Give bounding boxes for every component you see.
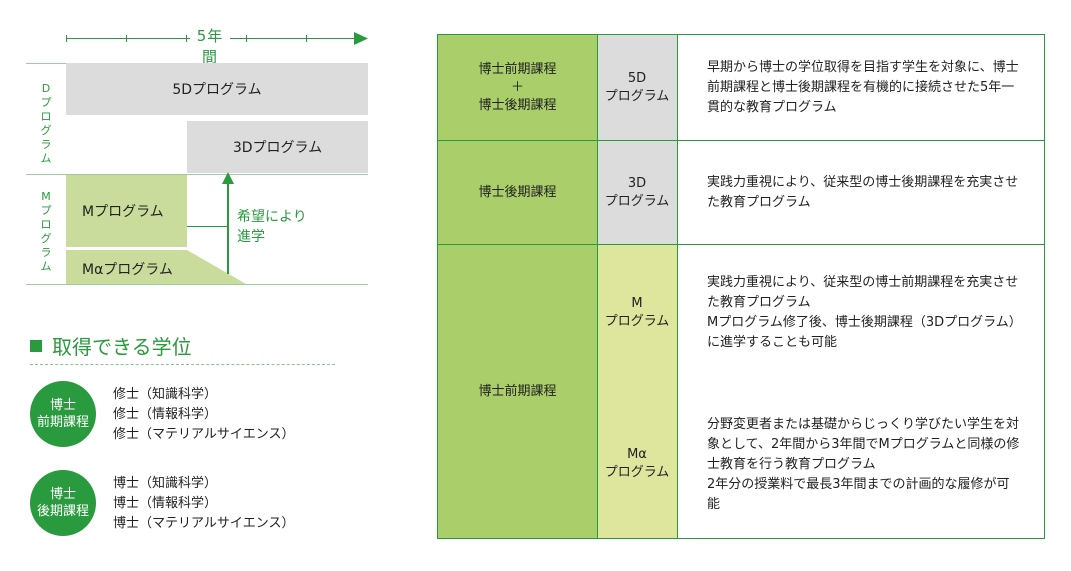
- description-text: 分野変更者または基礎からじっくり学びたい学生を対象として、2年間から3年間でMプ…: [707, 417, 1020, 472]
- table-row-1-program: 5D プログラム: [597, 35, 677, 140]
- course-text: 博士前期課程: [478, 61, 557, 77]
- timeline-tick: [186, 35, 187, 42]
- list-item: 修士（マテリアルサイエンス）: [113, 427, 295, 442]
- badge-line1: 博士: [49, 487, 76, 502]
- description-text: Mプログラム修了後、博士後期課程（3Dプログラム）に進学することも可能: [707, 315, 1022, 350]
- list-item: 博士（知識科学）: [113, 476, 218, 491]
- course-plus: ＋: [510, 79, 524, 95]
- description-text: 2年分の授業料で最長3年間までの計画的な履修が可能: [707, 477, 1010, 512]
- timeline-tick: [66, 35, 67, 42]
- course-text: 博士後期課程: [478, 97, 557, 113]
- box-5d-program: 5Dプログラム: [66, 63, 368, 115]
- program-word: プログラム: [604, 88, 670, 104]
- box-m-program-label: Mプログラム: [82, 204, 164, 220]
- advance-note: 希望により 進学: [237, 207, 307, 247]
- box-3d-program: 3Dプログラム: [187, 121, 368, 173]
- m-program-vertical-label: M プ ロ グ ラ ム: [40, 190, 52, 273]
- table-row-2-course: 博士後期課程: [438, 141, 597, 244]
- table-row-3-course: 博士前期課程: [438, 245, 597, 538]
- table-row-2-description: 実践力重視により、従来型の博士後期課程を充実させた教育プログラム: [677, 141, 1044, 244]
- list-item: 博士（情報科学）: [113, 496, 218, 511]
- degrees-dashed-divider: [30, 364, 335, 365]
- timeline-tick: [126, 35, 127, 42]
- badge-line2: 後期課程: [36, 504, 89, 519]
- table-row-1-course: 博士前期課程 ＋ 博士後期課程: [438, 35, 597, 140]
- d-program-vertical-label: D プ ロ グ ラ ム: [40, 82, 52, 165]
- program-malpha-label: Mα プログラム: [597, 444, 677, 484]
- table-row-2-program: 3D プログラム: [597, 141, 677, 244]
- box-malpha-shape: [66, 250, 246, 284]
- timeline-label: 5年間: [190, 25, 230, 67]
- box-malpha-program-label: Mαプログラム: [82, 262, 173, 278]
- row-divider: [438, 244, 1044, 245]
- advance-note-line1: 希望により: [237, 209, 307, 225]
- timeline-tick: [306, 35, 307, 42]
- badge-doctoral-course: 博士 後期課程: [30, 470, 96, 536]
- program-table: 博士前期課程 ＋ 博士後期課程 5D プログラム 早期から博士の学位取得を目指す…: [437, 34, 1045, 539]
- box-m-program: Mプログラム: [66, 175, 187, 247]
- divider-middle: [26, 174, 368, 175]
- description-text: 実践力重視により、従来型の博士後期課程を充実させた教育プログラム: [707, 174, 1019, 210]
- program-word: プログラム: [604, 193, 670, 209]
- table-row-3-description-malpha: 分野変更者または基礎からじっくり学びたい学生を対象として、2年間から3年間でMプ…: [677, 415, 1044, 525]
- list-item: 修士（情報科学）: [113, 407, 218, 422]
- badge-line1: 博士: [49, 398, 76, 413]
- advance-connector: [187, 226, 227, 227]
- square-bullet-icon: [30, 339, 42, 352]
- course-text: 博士後期課程: [478, 184, 557, 200]
- advance-note-line2: 進学: [237, 229, 265, 245]
- program-word: プログラム: [604, 465, 670, 480]
- advance-arrow-line: [227, 180, 229, 274]
- program-code: 5D: [627, 70, 647, 86]
- timeline-arrow-head: [354, 32, 368, 45]
- list-item: 博士（マテリアルサイエンス）: [113, 516, 295, 531]
- badge-master-course: 博士 前期課程: [30, 381, 96, 447]
- doctoral-degree-list: 博士（知識科学） 博士（情報科学） 博士（マテリアルサイエンス）: [113, 474, 294, 534]
- divider-bottom: [26, 284, 368, 285]
- description-text: 実践力重視により、従来型の博士前期課程を充実させた教育プログラム: [707, 275, 1019, 310]
- program-code: 3D: [627, 175, 647, 191]
- table-row-3-description-m: 実践力重視により、従来型の博士前期課程を充実させた教育プログラム Mプログラム修…: [677, 273, 1044, 363]
- master-degree-list: 修士（知識科学） 修士（情報科学） 修士（マテリアルサイエンス）: [113, 385, 294, 445]
- table-row-1-description: 早期から博士の学位取得を目指す学生を対象に、博士前期課程と博士後期課程を有機的に…: [677, 35, 1044, 140]
- degrees-section-title: 取得できる学位: [30, 331, 192, 360]
- badge-line2: 前期課程: [36, 415, 89, 430]
- description-text: 早期から博士の学位取得を目指す学生を対象に、博士前期課程と博士後期課程を有機的に…: [707, 59, 1019, 115]
- column-divider: [677, 35, 678, 538]
- list-item: 修士（知識科学）: [113, 387, 218, 402]
- program-m-label: M プログラム: [597, 293, 677, 333]
- timeline-tick: [246, 35, 247, 42]
- course-text: 博士前期課程: [478, 383, 557, 399]
- column-divider: [597, 35, 598, 538]
- table-row-3-program: [597, 245, 677, 538]
- advance-arrow-head: [222, 172, 234, 184]
- program-code: M: [631, 296, 643, 311]
- program-code: Mα: [627, 447, 647, 462]
- program-word: プログラム: [604, 314, 670, 329]
- row-divider: [438, 140, 1044, 141]
- degrees-title-text: 取得できる学位: [52, 335, 192, 359]
